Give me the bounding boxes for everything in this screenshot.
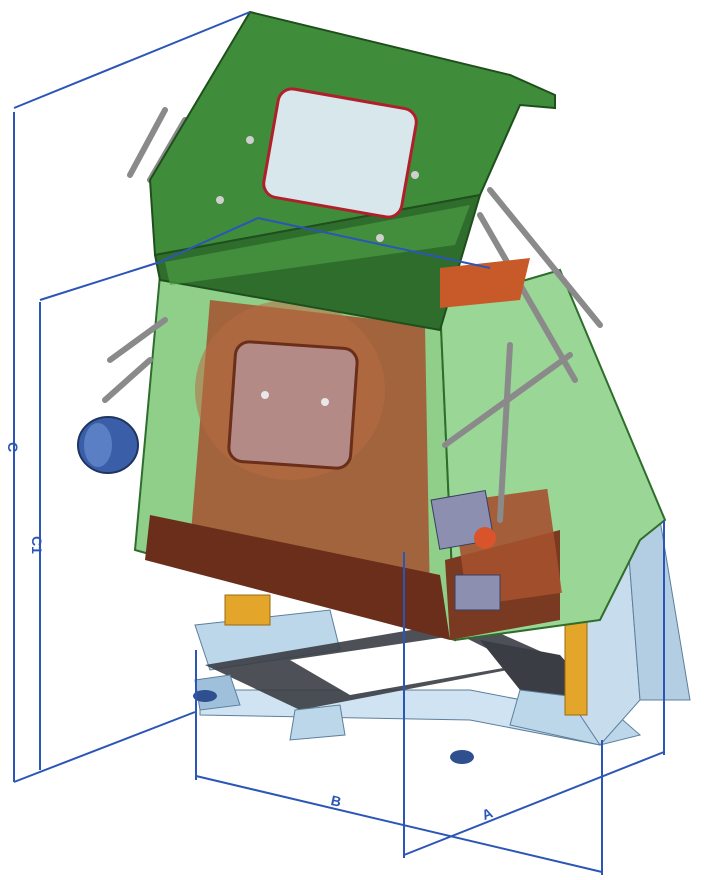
dim-c-extension-top (13, 11, 251, 109)
strut-right-mid (477, 212, 578, 383)
strut-left-lower (107, 317, 168, 363)
inspection-window-drum (227, 340, 359, 470)
window-bolt-icon (261, 391, 269, 399)
dim-c1-extension-top-2 (159, 217, 259, 263)
leveling-foot-front-icon (450, 750, 474, 764)
hood-front-highlight (165, 205, 470, 285)
drum-bottom-band (145, 515, 450, 640)
strut-right-vertical (497, 342, 513, 523)
gearbox-gear-icon (474, 527, 496, 549)
hood-lid (148, 10, 556, 332)
leveling-foot-left-icon (193, 690, 217, 702)
strut-left-lower-2 (102, 357, 153, 403)
dim-a-line (403, 751, 665, 856)
hood-bolt-icon (411, 171, 419, 179)
dim-label-c: C (5, 442, 21, 452)
strut-left-upper (127, 107, 168, 178)
valve-block-icon (224, 594, 271, 626)
inspection-window-hood (262, 87, 418, 219)
drive-motor-face-icon (84, 423, 112, 467)
dim-c1-extension-top-3 (257, 217, 491, 269)
lower-gearbox-icon (454, 574, 501, 611)
drum-housing (133, 268, 667, 642)
hood-bolt-icon (246, 136, 254, 144)
strut-right-upper (487, 187, 603, 328)
dimension-lines: C C1 B A (5, 11, 665, 875)
hood-orange-band (440, 258, 530, 308)
dim-b-line (195, 775, 603, 873)
hood-bolt-icon (216, 196, 224, 204)
dim-c1-extension-top (39, 261, 161, 301)
base-frame (193, 609, 642, 764)
window-bolt-icon (321, 398, 329, 406)
base-front-plate (289, 704, 346, 741)
motors (77, 416, 501, 626)
dim-c-extension-bottom (13, 711, 196, 783)
dim-label-b: B (330, 792, 343, 810)
hood-bolt-icon (376, 234, 384, 242)
dim-label-c1: C1 (29, 536, 45, 554)
